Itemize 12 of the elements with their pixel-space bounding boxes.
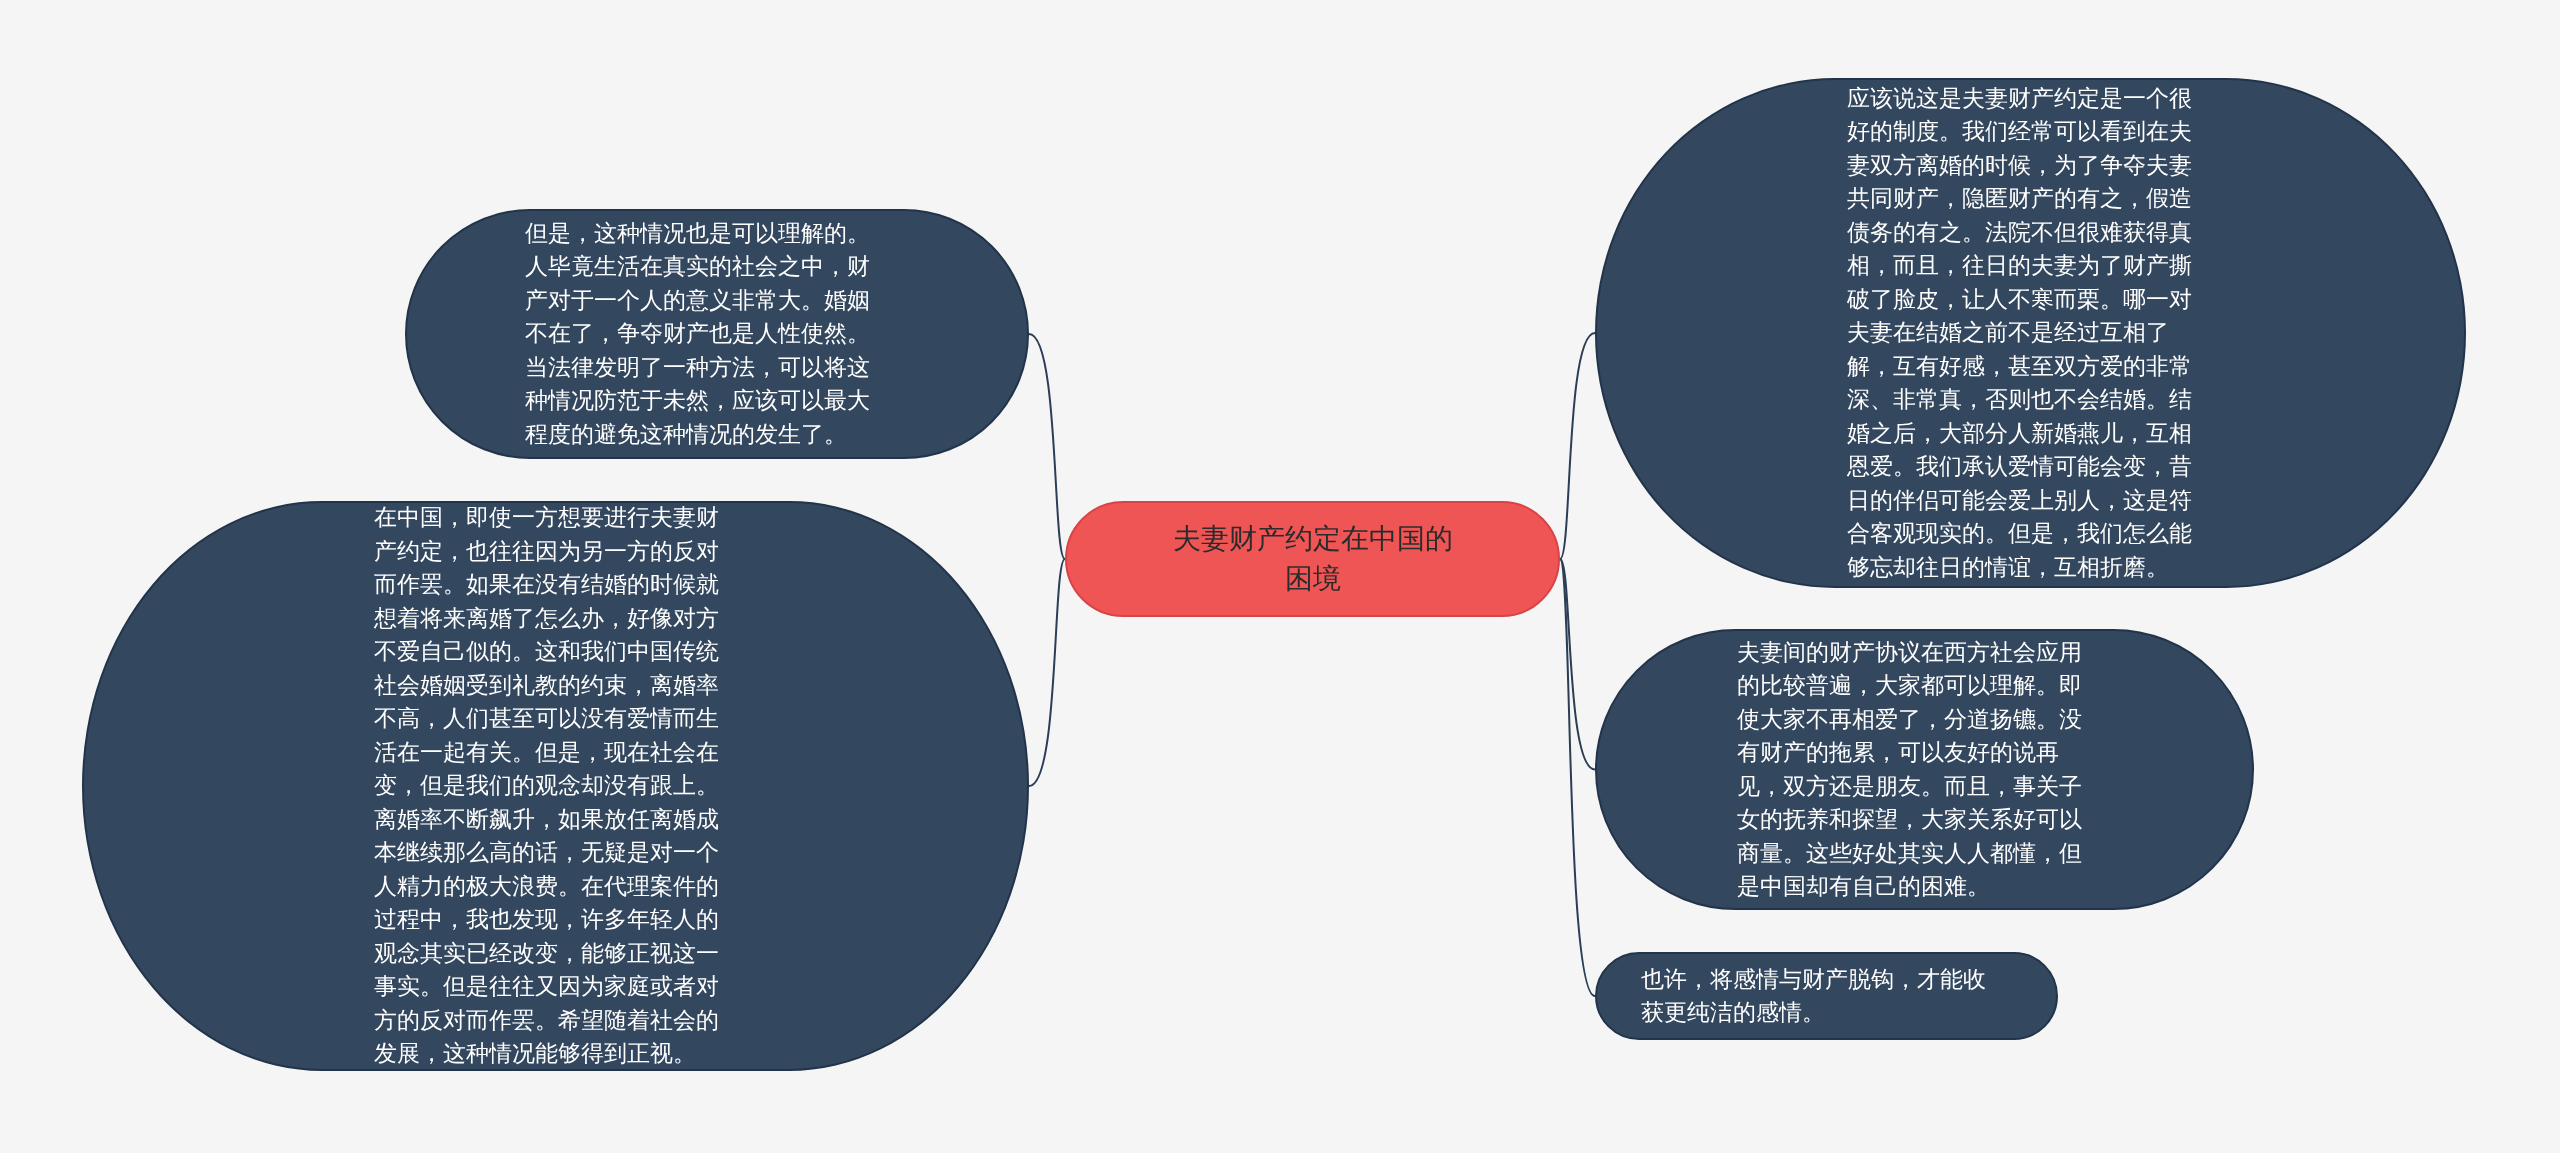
topic-text: 应该说这是夫妻财产约定是一个很好的制度。我们经常可以看到在夫妻双方离婚的时候，为了争夺夫妻共同财产，隐匿财产的有之，假造债务的有之。法院不但很难获得真相，而且，往日的夫妻为了财产撕破了脸皮，让人不寒而栗。哪一对夫妻在结婚之前不是经过互相了解，互有好感，甚至双方爱的非常深、非常真，否则也不会结婚。结婚之后，大部分人新婚燕儿，互相恩爱。我们承认爱情可能会变，昔日的伴侣可能会爱上别人，这是符合客观现实的。但是，我们怎么能够忘却往日的情谊，互相折磨。	[1847, 83, 2193, 582]
connector-line	[1559, 558, 1596, 997]
connector-line	[1559, 558, 1596, 771]
topic-text: 也许，将感情与财产脱钩，才能收获更纯洁的感情。	[1641, 964, 1987, 1027]
connector-line	[1028, 333, 1066, 560]
central-topic	[1065, 501, 1560, 617]
connector-line	[1028, 558, 1066, 787]
connector-line	[1559, 332, 1596, 560]
topic-text: 但是，这种情况也是可以理解的。人毕竟生活在真实的社会之中，财产对于一个人的意义非常大。婚姻不在了，争夺财产也是人性使然。当法律发明了一种方法，可以将这种情况防范于未然，应该可以最大程度的避免这种情况的发生了。	[525, 218, 871, 449]
topic-text: 夫妻间的财产协议在西方社会应用的比较普遍，大家都可以理解。即使大家不再相爱了，分道扬镳。没有财产的拖累，可以友好的说再见，双方还是朋友。而且，事关子女的抚养和探望，大家关系好可以商量。这些好处其实人人都懂，但是中国却有自己的困难。	[1737, 637, 2083, 901]
topic-text: 在中国，即使一方想要进行夫妻财产约定，也往往因为另一方的反对而作罢。如果在没有结婚的时候就想着将来离婚了怎么办，好像对方不爱自己似的。这和我们中国传统社会婚姻受到礼教的约束，离婚率不高，人们甚至可以没有爱情而生活在一起有关。但是，现在社会在变，但是我们的观念却没有跟上。离婚率不断飙升，如果放任离婚成本继续那么高的话，无疑是对一个人精力的极大浪费。在代理案件的过程中，我也发现，许多年轻人的观念其实已经改变，能够正视这一事实。但是往往又因为家庭或者对方的反对而作罢。希望随着社会的发展，这种情况能够得到正视。	[374, 503, 720, 1069]
topic-text: 夫妻财产约定在中国的困境	[1171, 521, 1454, 597]
